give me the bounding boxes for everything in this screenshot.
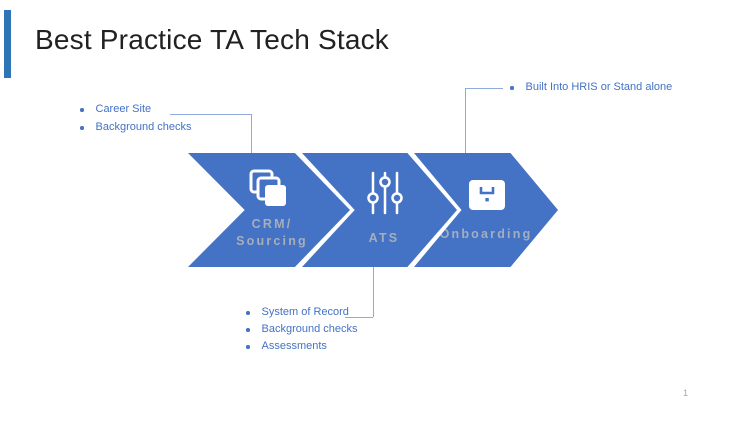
callout-crm-sourcing: Career Site Background checks (80, 103, 192, 139)
bullet-dot-icon (510, 86, 514, 90)
callout-onboarding: Built Into HRIS or Stand alone (510, 81, 672, 93)
shape-label: ATS (368, 231, 400, 245)
bullet-dot-icon (246, 345, 250, 349)
connector-line (373, 267, 374, 317)
bullet-dot-icon (246, 328, 250, 332)
bullet-dot-icon (80, 126, 84, 130)
inbox-tray-icon (468, 179, 506, 216)
shape-label: Onboarding (439, 227, 533, 241)
bullet-label: Background checks (95, 121, 192, 133)
bullet-dot-icon (80, 108, 84, 112)
page-title: Best Practice TA Tech Stack (35, 24, 390, 55)
shape-label: Sourcing (236, 234, 308, 248)
bullet-label: System of Record (261, 306, 349, 318)
connector-line (465, 88, 466, 153)
bullet-label: Background checks (261, 323, 358, 335)
list-item: Career Site (80, 103, 192, 115)
callout-ats: System of Record Background checks Asses… (246, 306, 358, 357)
bullet-label: Built Into HRIS or Stand alone (525, 81, 673, 93)
page-number: 1 (683, 388, 689, 398)
connector-line (251, 114, 252, 153)
list-item: Background checks (80, 121, 192, 133)
list-item: System of Record (246, 306, 358, 318)
sliders-icon (364, 169, 406, 222)
title-accent-bar (4, 10, 11, 78)
list-item: Background checks (246, 323, 358, 335)
copy-stack-icon (248, 169, 294, 218)
connector-line (170, 114, 251, 115)
bullet-label: Assessments (261, 340, 327, 352)
shape-label: CRM/ (251, 217, 293, 231)
connector-line (345, 317, 373, 318)
bullet-dot-icon (246, 311, 250, 315)
list-item: Assessments (246, 340, 358, 352)
bullet-label: Career Site (95, 103, 152, 115)
list-item: Built Into HRIS or Stand alone (510, 81, 672, 93)
connector-line (465, 88, 503, 89)
